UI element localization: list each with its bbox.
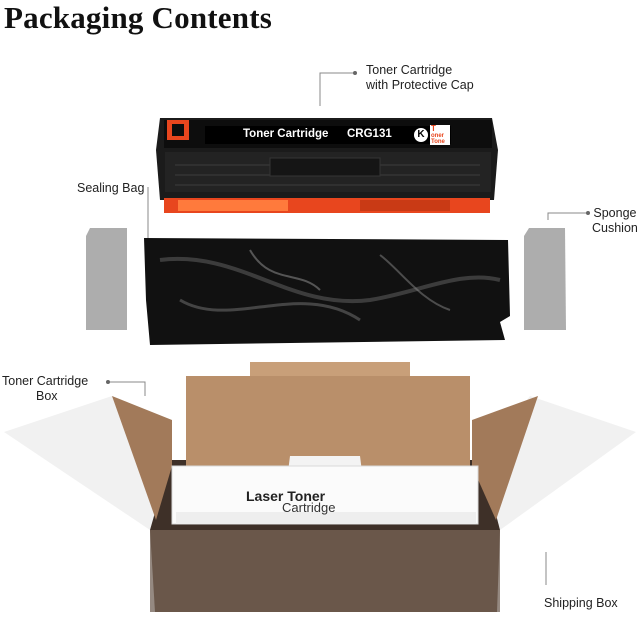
leader-line-sponge	[547, 212, 588, 220]
box-brand-line2: Cartridge	[282, 500, 336, 515]
box-brand-line1: Laser Toner	[246, 488, 326, 504]
callout-cartridge-box: Toner Cartridge Box	[2, 374, 89, 403]
color-code-badge: K	[417, 129, 425, 140]
cartridge-label-text: Toner Cartridge	[243, 128, 329, 140]
page-title: Packaging Contents	[4, 0, 272, 35]
sealing-bag	[144, 238, 510, 345]
cartridge-model-text: CRG131	[347, 128, 392, 140]
leader-line-cartridge	[319, 72, 355, 106]
leader-line-cartridge-box	[108, 381, 146, 396]
leader-dots	[106, 71, 590, 384]
callout-shipping-box: Shipping Box	[544, 596, 618, 610]
cartridge-box	[112, 362, 538, 525]
brand-logo: T oner Tone	[431, 124, 445, 146]
callout-sealing-bag: Sealing Bag	[77, 181, 145, 195]
toner-cartridge	[156, 118, 498, 213]
sponge-cushion-right	[524, 228, 566, 330]
sponge-cushion-left	[86, 228, 127, 330]
callout-toner-cartridge: Toner Cartridge with Protective Cap	[366, 63, 474, 92]
callout-sponge-cushion: Sponge Cushion	[592, 206, 638, 235]
